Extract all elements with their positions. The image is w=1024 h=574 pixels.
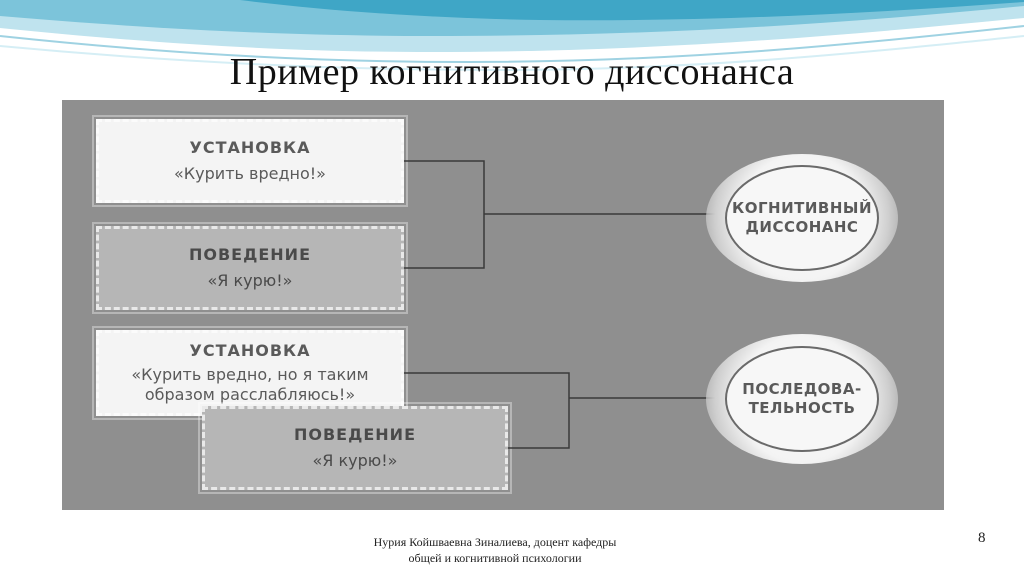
attitude-box-1: УСТАНОВКА «Курить вредно!» — [92, 115, 408, 207]
consistency-line2: ТЕЛЬНОСТЬ — [748, 399, 856, 417]
slide-footer: Нурия Койшваевна Зиналиева, доцент кафед… — [330, 534, 660, 566]
behavior-box-2: ПОВЕДЕНИЕ «Я курю!» — [198, 402, 512, 494]
attitude-heading-1: УСТАНОВКА — [189, 138, 311, 157]
slide-title: Пример когнитивного диссонанса — [229, 51, 795, 93]
decorative-wave — [0, 0, 1024, 72]
attitude-quote-2-line2: образом расслабляюсь!» — [144, 385, 356, 404]
attitude-heading-2: УСТАНОВКА — [189, 341, 311, 360]
cognitive-dissonance-circle: КОГНИТИВНЫЙ ДИССОНАНС — [706, 154, 898, 282]
page-number: 8 — [978, 530, 986, 546]
attitude-quote-2-line1: «Курить вредно, но я таким — [131, 365, 369, 384]
footer-department: общей и когнитивной психологии — [408, 551, 582, 566]
behavior-quote-2: «Я курю!» — [312, 451, 398, 470]
behavior-heading-2: ПОВЕДЕНИЕ — [293, 425, 416, 444]
cognitive-dissonance-line1: КОГНИТИВНЫЙ — [731, 198, 873, 217]
consistency-line1: ПОСЛЕДОВА- — [742, 379, 862, 398]
consistency-circle: ПОСЛЕДОВА- ТЕЛЬНОСТЬ — [706, 334, 898, 464]
behavior-heading-1: ПОВЕДЕНИЕ — [188, 245, 311, 264]
attitude-box-2: УСТАНОВКА «Курить вредно, но я таким обр… — [92, 326, 408, 420]
attitude-quote-1: «Курить вредно!» — [174, 164, 326, 183]
cognitive-dissonance-line2: ДИССОНАНС — [745, 218, 859, 236]
behavior-box-1: ПОВЕДЕНИЕ «Я курю!» — [92, 222, 408, 314]
behavior-quote-1: «Я курю!» — [207, 271, 293, 290]
footer-author: Нурия Койшваевна Зиналиева, доцент кафед… — [373, 535, 617, 549]
